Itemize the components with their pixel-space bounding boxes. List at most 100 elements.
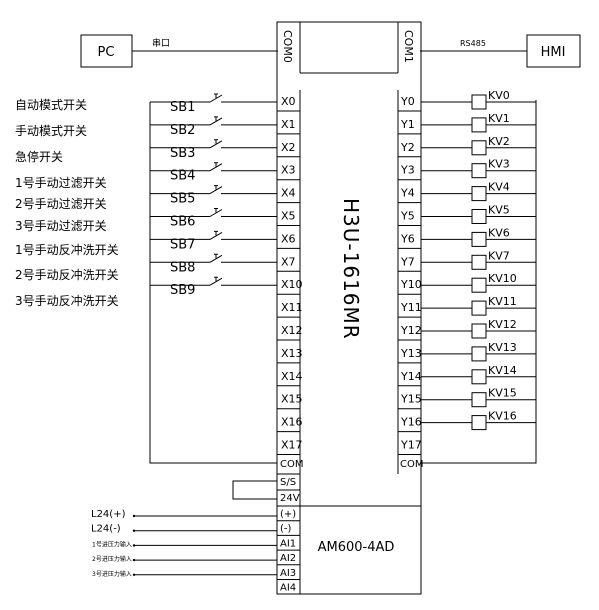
output-terminal-label: Y16: [400, 416, 422, 429]
pc-label: PC: [98, 45, 115, 60]
switch-description: 急停开关: [15, 149, 63, 164]
switch-description: 2号手动过滤开关: [15, 197, 107, 211]
ad-terminal-label: AI4: [280, 583, 296, 594]
switch-actuator: [214, 276, 218, 282]
relay-coil: [471, 94, 487, 110]
input-terminal-label: X3: [281, 164, 296, 177]
ad-input-terminal-dot: [132, 544, 136, 547]
switch-label: SB4: [170, 169, 195, 184]
output-terminal-label: Y6: [400, 232, 415, 245]
output-terminal-label: Y3: [400, 164, 415, 177]
relay-coil: [471, 186, 487, 202]
input-terminal-label: X5: [281, 210, 296, 223]
output-terminal-label: Y10: [400, 278, 422, 291]
input-terminal-label: X6: [281, 232, 296, 245]
switch-contact: [209, 94, 223, 103]
relay-coil-label: KV3: [488, 158, 510, 171]
output-terminal-label: Y2: [400, 141, 415, 154]
switch-label: SB8: [170, 260, 195, 275]
pc-box: PC: [80, 34, 133, 68]
switch-contact: [209, 209, 223, 217]
switch-contact: [209, 231, 223, 240]
relay-coil-label: KV4: [488, 181, 510, 194]
switch-label: SB5: [170, 192, 195, 207]
relay-coil-label: KV10: [488, 272, 517, 285]
switch-label: SB2: [170, 123, 195, 138]
relay-coil: [471, 369, 487, 385]
output-terminal-label: Y5: [400, 210, 415, 223]
ad-terminal-label: AI2: [280, 553, 296, 564]
switch-actuator: [214, 208, 218, 213]
right-com-label: COM: [400, 459, 423, 470]
output-common-bus: [421, 100, 537, 464]
input-wiring: X0SB1自动模式开关X1SB2手动模式开关X2SB3急停开关X3SB41号手动…: [15, 93, 303, 455]
relay-coil-label: KV2: [488, 135, 510, 148]
relay-coil-label: KV16: [488, 410, 517, 423]
relay-coil-label: KV5: [488, 204, 510, 217]
relay-coil-label: KV0: [488, 89, 510, 102]
relay-coil: [471, 392, 487, 408]
relay-coil-label: KV13: [488, 341, 517, 354]
switch-contact: [209, 186, 223, 195]
ad-input-terminal-dot: [132, 573, 136, 576]
rs485-label: RS485: [460, 39, 486, 48]
relay-coil: [471, 231, 487, 247]
input-terminal-label: X11: [281, 301, 303, 314]
switch-actuator: [214, 162, 218, 167]
switch-description: 1号手动过滤开关: [15, 176, 107, 190]
switch-description: 自动模式开关: [15, 98, 87, 112]
switch-label: SB9: [170, 283, 195, 298]
ad-terminal-label: AI1: [280, 538, 296, 549]
relay-coil-label: KV12: [488, 318, 517, 331]
input-terminal-label: X12: [281, 324, 303, 337]
input-terminal-label: X16: [281, 416, 303, 429]
hmi-box: HMI: [526, 34, 581, 68]
relay-coil-label: KV11: [488, 295, 517, 308]
left-com-label: COM: [280, 459, 303, 470]
switch-label: SB7: [170, 237, 195, 252]
output-terminal-label: Y14: [400, 370, 422, 383]
ad-input-label: 3号进压力输入: [92, 570, 132, 578]
ad-input-label: 2号进压力输入: [92, 555, 132, 563]
output-terminal-label: Y13: [400, 347, 422, 360]
relay-coil: [471, 300, 487, 316]
switch-contact: [209, 277, 223, 286]
output-terminal-label: Y7: [400, 255, 415, 268]
input-terminal-label: X7: [281, 255, 296, 268]
output-terminal-label: Y4: [400, 187, 415, 200]
switch-contact: [209, 140, 223, 149]
input-terminal-label: X15: [281, 393, 303, 406]
switch-contact: [209, 117, 223, 126]
switch-description: 2号手动反冲洗开关: [15, 267, 119, 282]
switch-description: 手动模式开关: [15, 124, 87, 138]
input-terminal-label: X13: [281, 347, 303, 360]
input-terminal-label: X10: [281, 278, 303, 291]
ad-input-label: L24(+): [91, 509, 126, 520]
output-terminal-label: Y15: [400, 393, 422, 406]
switch-actuator: [214, 230, 218, 236]
relay-coil: [471, 163, 487, 179]
ad-terminal-label: (+): [280, 509, 296, 520]
switch-contact: [209, 163, 223, 172]
output-terminal-label: Y0: [400, 95, 415, 108]
switch-actuator: [214, 185, 218, 190]
relay-coil: [471, 209, 487, 224]
output-terminal-label: Y17: [400, 439, 422, 452]
relay-coil: [471, 415, 487, 431]
24v-label: 24V: [280, 493, 300, 504]
ad-input-terminal-dot: [132, 558, 136, 562]
output-terminal-label: Y12: [400, 324, 422, 337]
input-terminal-label: X1: [281, 118, 296, 131]
input-terminal-label: X17: [281, 439, 303, 452]
output-terminal-label: Y1: [400, 118, 415, 131]
relay-coil-label: KV14: [488, 364, 517, 377]
relay-coil: [471, 346, 487, 362]
switch-actuator: [214, 253, 218, 259]
ad-input-terminal-dot: [132, 514, 136, 518]
switch-description: 3号手动过滤开关: [15, 219, 107, 233]
plc-model-label: H3U-1616MR: [339, 198, 363, 340]
input-terminal-label: X4: [281, 187, 296, 200]
switch-actuator: [214, 93, 218, 98]
